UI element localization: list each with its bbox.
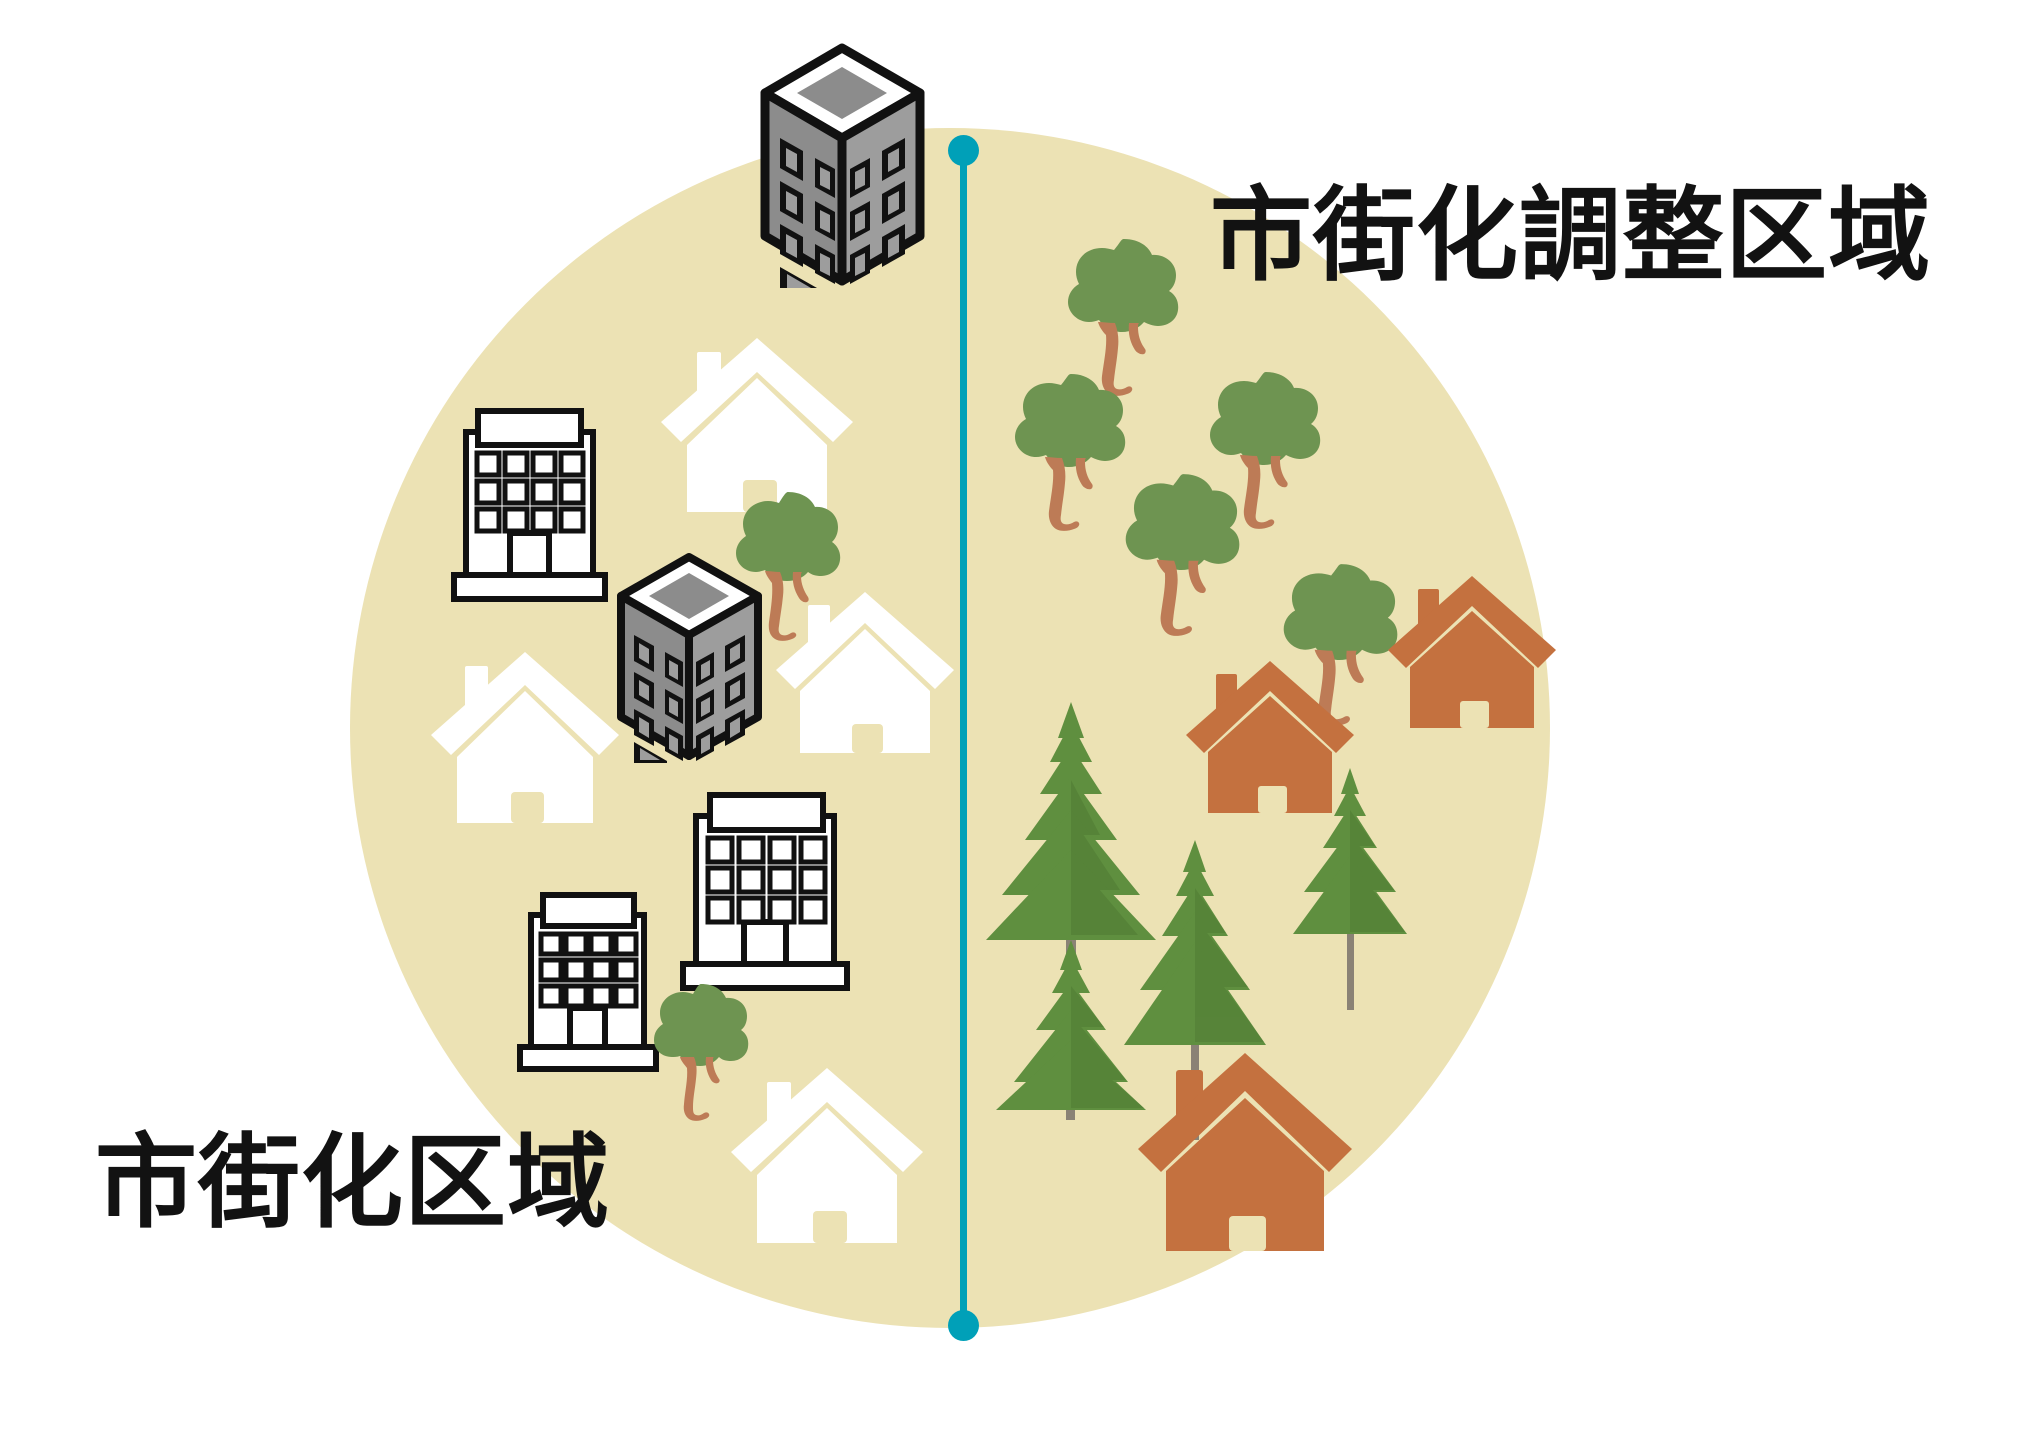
- office-building-icon: [680, 790, 850, 991]
- tree-icon: [648, 980, 758, 1121]
- conifer-tree-icon: [980, 690, 1160, 1120]
- tower-building-icon: [612, 548, 767, 763]
- house-icon: [1180, 655, 1360, 820]
- conifer-tree-icon: [1120, 830, 1270, 1140]
- conifer-tree-icon: [1290, 760, 1410, 1010]
- tower-building-icon: [755, 38, 930, 288]
- tree-icon: [1278, 560, 1408, 726]
- tree-icon: [1063, 235, 1188, 396]
- office-building-icon: [517, 890, 659, 1072]
- left-zone-label: 市街化区域: [95, 1126, 611, 1240]
- divider-dot-top-icon: [948, 135, 979, 166]
- house-icon: [655, 330, 860, 520]
- house-icon: [725, 1060, 930, 1250]
- tree-icon: [1010, 370, 1135, 531]
- house-icon: [1382, 570, 1562, 735]
- tree-icon: [1120, 470, 1250, 636]
- right-zone-label: 市街化調整区域: [1210, 179, 1932, 293]
- divider-dot-bottom-icon: [948, 1310, 979, 1341]
- zone-divider-line: [960, 148, 967, 1328]
- house-icon: [1130, 1045, 1360, 1260]
- tree-icon: [730, 488, 850, 641]
- house-icon: [425, 645, 625, 830]
- house-icon: [770, 585, 960, 760]
- tree-icon: [1205, 368, 1330, 529]
- office-building-icon: [451, 405, 608, 605]
